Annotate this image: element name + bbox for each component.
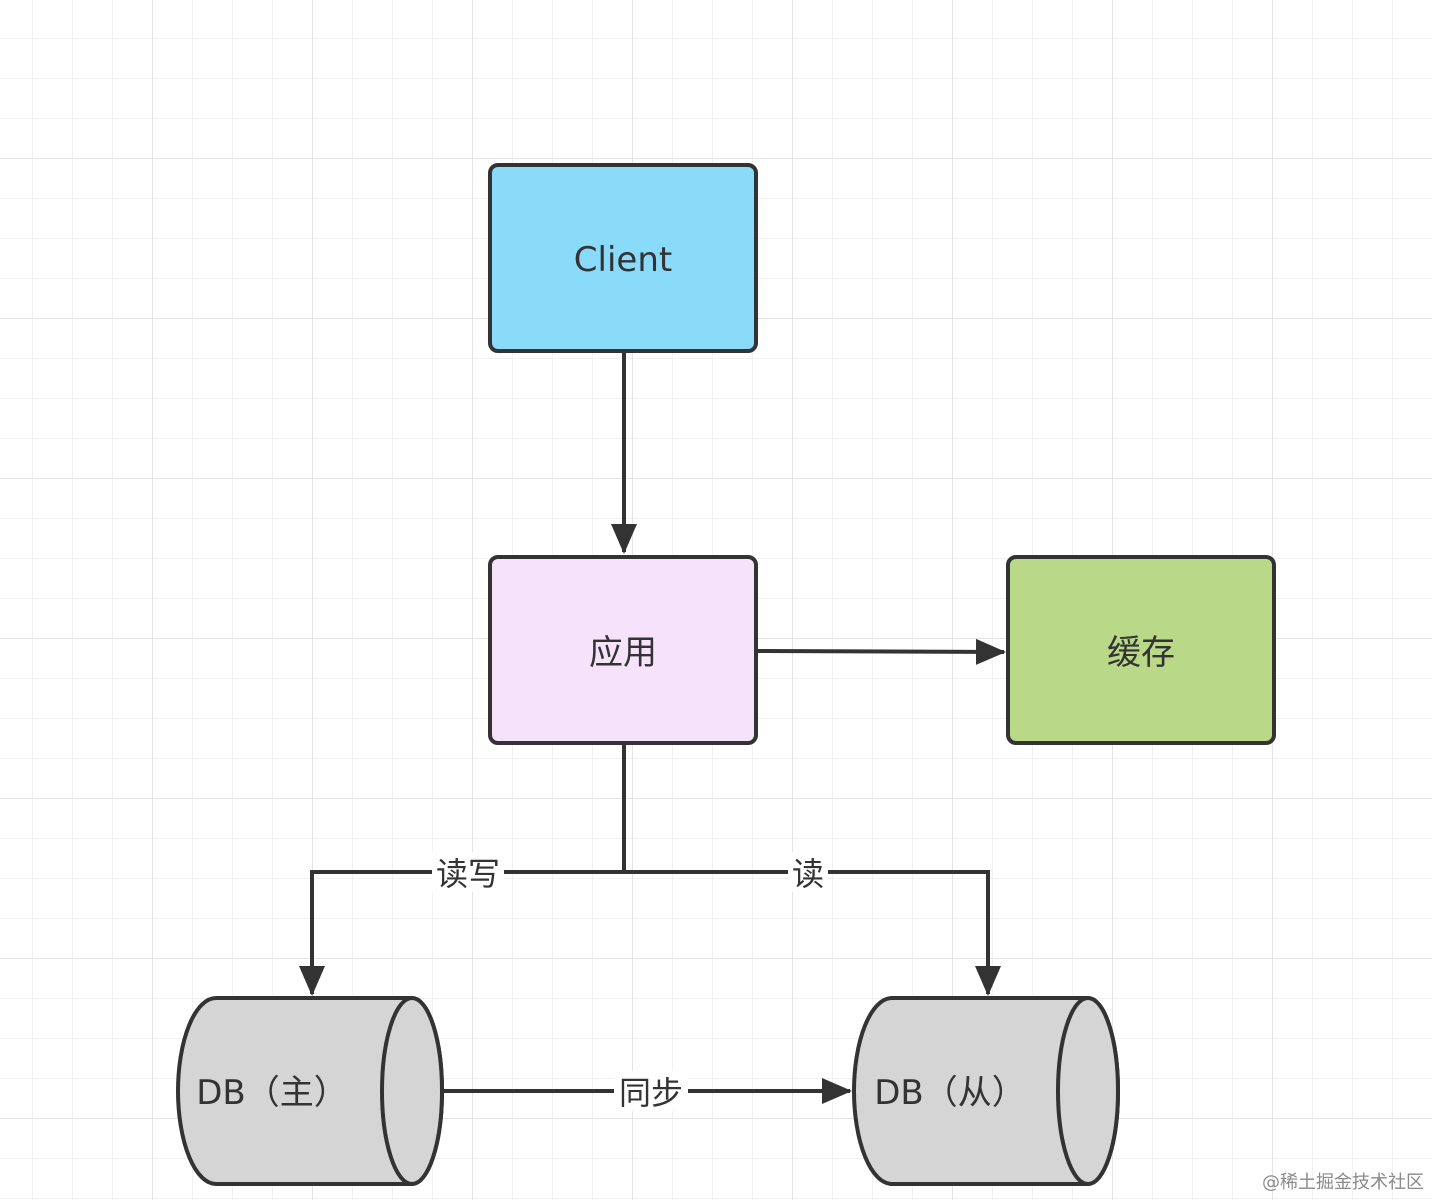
edge-app-to-db-slave [624,870,1001,996]
node-cache-box [1006,555,1276,745]
node-db-slave[interactable]: DB（从） [852,996,1120,1186]
edge-label-bg [432,852,504,892]
node-app-box [488,555,758,745]
watermark: @稀土掘金技术社区 [1262,1172,1424,1193]
node-cache[interactable]: 缓存 [1006,555,1276,745]
db-slave-cap [1056,996,1120,1186]
edge-label-bg [614,1071,688,1111]
node-db-master-label: DB（主） [196,1073,348,1113]
node-db-master[interactable]: DB（主） [176,996,444,1186]
edge-label-read-write: 读写 [436,855,500,893]
edge-label-bg [788,852,828,892]
node-cache-label: 缓存 [1107,633,1175,673]
edge-label-sync: 同步 [619,1074,683,1112]
node-app[interactable]: 应用 [488,555,758,745]
edge-label-read: 读 [792,855,824,893]
node-app-label: 应用 [589,633,657,673]
node-client[interactable]: Client [488,163,758,353]
edge-app-to-cache [756,638,1006,665]
node-client-label: Client [574,240,672,280]
node-client-box [488,163,758,353]
db-master-cap [380,996,444,1186]
node-db-slave-label: DB（从） [874,1073,1026,1113]
